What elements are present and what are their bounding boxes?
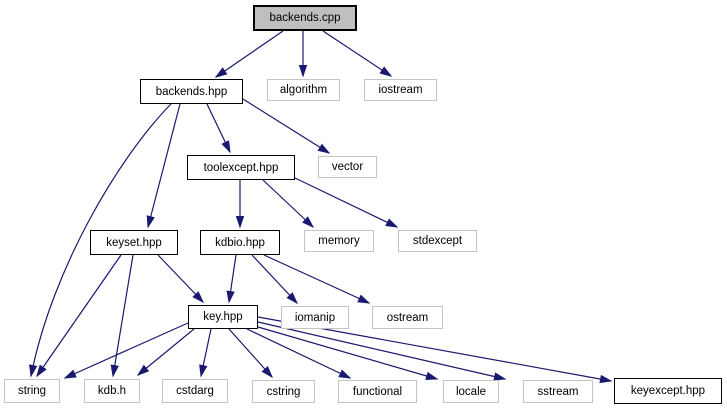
node-locale: locale	[443, 380, 499, 403]
dependency-arrow-backends-hpp-to-keyset-hpp	[146, 103, 181, 229]
dependency-arrow-keyset-hpp-to-key-hpp	[157, 254, 205, 304]
node-iomanip: iomanip	[281, 306, 349, 329]
dependency-arrow-keyset-hpp-to-kdb-h	[110, 254, 134, 378]
dependency-arrow-key-hpp-to-kdb-h	[136, 328, 195, 376]
dependency-arrow-kdbio-hpp-to-ostream	[263, 254, 371, 304]
dependency-arrow-backends-cpp-to-backends-hpp	[214, 30, 284, 78]
node-keyexcept-hpp[interactable]: keyexcept.hpp	[614, 378, 722, 404]
node-toolexcept-hpp[interactable]: toolexcept.hpp	[187, 155, 295, 180]
node-cstring: cstring	[252, 380, 315, 403]
node-keyset-hpp[interactable]: keyset.hpp	[90, 230, 178, 255]
node-key-hpp[interactable]: key.hpp	[188, 305, 258, 329]
node-backends-cpp: backends.cpp	[253, 5, 357, 31]
dependency-arrow-toolexcept-hpp-to-memory	[262, 179, 315, 229]
dependency-arrow-key-hpp-to-functional	[246, 328, 352, 379]
dependency-arrow-key-hpp-to-locale	[257, 326, 439, 380]
dependency-arrow-toolexcept-hpp-to-stdexcept	[294, 177, 399, 228]
dependency-arrow-keyset-hpp-to-string	[36, 254, 122, 378]
node-vector: vector	[318, 156, 377, 178]
node-backends-hpp[interactable]: backends.hpp	[140, 79, 243, 104]
node-algorithm: algorithm	[267, 79, 340, 101]
dependency-arrow-key-hpp-to-cstring	[228, 328, 274, 379]
dependency-arrow-key-hpp-to-sstream	[257, 321, 507, 381]
node-cstdarg: cstdarg	[162, 379, 228, 403]
node-ostream: ostream	[372, 306, 443, 329]
dependency-arrow-key-hpp-to-cstdarg	[199, 328, 212, 378]
dependency-arrow-backends-cpp-to-iostream	[322, 30, 393, 77]
dependency-arrow-backends-hpp-to-vector	[242, 98, 331, 154]
node-memory: memory	[304, 230, 374, 252]
node-kdb-h: kdb.h	[84, 379, 140, 403]
dependency-arrow-key-hpp-to-string	[63, 322, 189, 379]
node-kdbio-hpp[interactable]: kdbio.hpp	[200, 230, 280, 255]
node-functional: functional	[338, 380, 417, 403]
dependency-arrow-backends-hpp-to-toolexcept-hpp	[206, 103, 231, 154]
node-string: string	[4, 379, 60, 403]
node-sstream: sstream	[523, 380, 593, 403]
node-iostream: iostream	[364, 79, 437, 101]
node-stdexcept: stdexcept	[398, 230, 477, 252]
dependency-arrow-backends-hpp-to-string	[29, 103, 172, 378]
dependency-arrow-kdbio-hpp-to-iomanip	[251, 254, 299, 305]
dependency-arrow-kdbio-hpp-to-key-hpp	[226, 254, 237, 304]
